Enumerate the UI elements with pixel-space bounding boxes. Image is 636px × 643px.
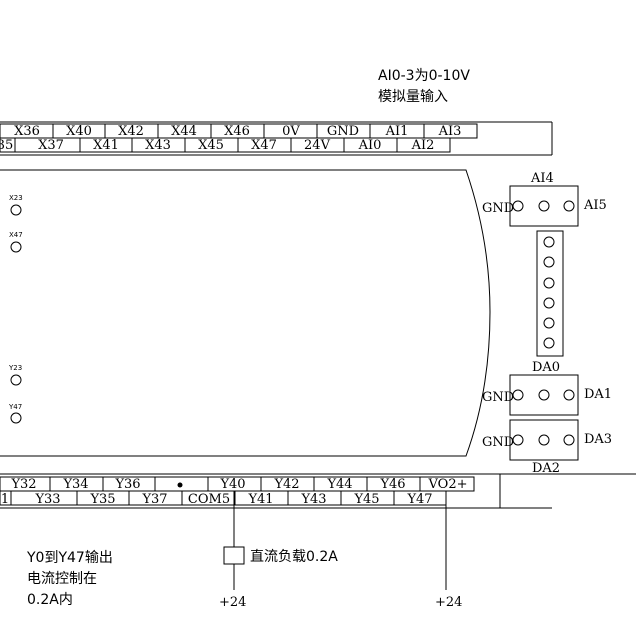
terminal-label: X43 — [145, 138, 171, 153]
terminal-label: Y41 — [247, 492, 273, 507]
da0-label: DA0 — [532, 360, 560, 375]
ai4-label: AI4 — [530, 171, 554, 186]
ai5-label: AI5 — [583, 198, 607, 213]
terminal-screw-icon — [543, 317, 555, 329]
terminal-label: AI2 — [411, 138, 435, 153]
terminal-label: GND — [327, 124, 359, 139]
led-label: Y23 — [8, 364, 22, 372]
terminal-label: Y44 — [326, 477, 352, 492]
terminal-label: 35 — [0, 138, 13, 153]
terminal-label: VO2+ — [428, 477, 468, 492]
terminal-label: Y40 — [219, 477, 245, 492]
led-icon — [10, 412, 22, 424]
analog-note-line1: AI0-3为0-10V — [378, 68, 470, 84]
bottom-terminal-strip: Y32 Y34 Y36 Y40 Y42 Y44 Y46 VO2+ 1 Y33 Y… — [0, 473, 636, 509]
terminal-label: X44 — [171, 124, 197, 139]
load-wiring: 直流负载0.2A +24 +24 — [219, 491, 462, 610]
terminal-label: Y43 — [300, 492, 326, 507]
led-label: X47 — [9, 231, 23, 239]
load-icon — [223, 546, 245, 565]
terminal-label: Y36 — [114, 477, 140, 492]
led-icon — [10, 241, 22, 253]
led-label: Y47 — [8, 403, 22, 411]
led-icon — [10, 204, 22, 216]
terminal-screw-icon — [538, 389, 550, 401]
terminal-label: Y34 — [62, 477, 88, 492]
terminal-label: COM5 — [188, 492, 230, 507]
terminal-screw-icon — [512, 389, 524, 401]
terminal-label: Y32 — [10, 477, 36, 492]
terminal-label: X42 — [118, 124, 144, 139]
terminal-screw-icon — [538, 434, 550, 446]
supply-left-label: +24 — [219, 595, 246, 610]
terminal-screw-icon — [543, 297, 555, 309]
terminal-label: AI3 — [438, 124, 462, 139]
da3-label: DA3 — [584, 432, 612, 447]
terminal-label: Y47 — [406, 492, 432, 507]
terminal-screw-icon — [543, 277, 555, 289]
terminal-label: X46 — [224, 124, 250, 139]
da2-label: DA2 — [532, 461, 560, 476]
top-terminal-strip: X36 X40 X42 X44 X46 0V GND AI1 AI3 35 X3… — [0, 121, 553, 156]
blank-terminal-dot-icon — [177, 482, 183, 488]
terminal-label: X40 — [66, 124, 92, 139]
terminal-label: X41 — [93, 138, 119, 153]
terminal-screw-icon — [543, 236, 555, 248]
gnd-label: GND — [482, 201, 514, 216]
terminal-label: X47 — [251, 138, 277, 153]
terminal-screw-icon — [543, 337, 555, 349]
terminal-screw-icon — [543, 256, 555, 268]
supply-right-label: +24 — [435, 595, 462, 610]
terminal-label: X36 — [14, 124, 40, 139]
terminal-screw-icon — [538, 200, 550, 212]
terminal-label: Y45 — [353, 492, 379, 507]
terminal-label: X45 — [198, 138, 224, 153]
terminal-label: 1 — [1, 492, 9, 507]
gnd-label: GND — [482, 390, 514, 405]
terminal-label: Y42 — [273, 477, 299, 492]
terminal-label: X37 — [38, 138, 64, 153]
load-label: 直流负载0.2A — [250, 548, 338, 565]
indicator-leds: X23 X47 Y23 Y47 — [8, 194, 23, 424]
led-label: X23 — [9, 194, 23, 202]
terminal-label: Y46 — [379, 477, 405, 492]
board-outline — [0, 169, 491, 457]
terminal-label: Y33 — [34, 492, 60, 507]
gnd-label: GND — [482, 435, 514, 450]
output-note-line1: Y0到Y47输出 — [26, 550, 113, 566]
da1-label: DA1 — [584, 387, 612, 402]
terminal-label: AI0 — [358, 138, 382, 153]
output-note-line2: 电流控制在 — [27, 571, 97, 587]
terminal-screw-icon — [512, 434, 524, 446]
terminal-label: AI1 — [385, 124, 409, 139]
terminal-label: 24V — [304, 138, 331, 153]
led-icon — [10, 374, 22, 386]
analog-note-line2: 模拟量输入 — [378, 89, 448, 105]
terminal-screw-icon — [563, 434, 575, 446]
terminal-label: Y35 — [89, 492, 115, 507]
terminal-screw-icon — [563, 389, 575, 401]
terminal-screw-icon — [512, 200, 524, 212]
analog-module: AI4 GND AI5 DA0 GND DA1 GND DA3 DA2 — [482, 171, 612, 476]
terminal-label: 0V — [282, 124, 300, 139]
terminal-label: Y37 — [141, 492, 167, 507]
output-note-line3: 0.2A内 — [27, 592, 73, 608]
terminal-screw-icon — [563, 200, 575, 212]
